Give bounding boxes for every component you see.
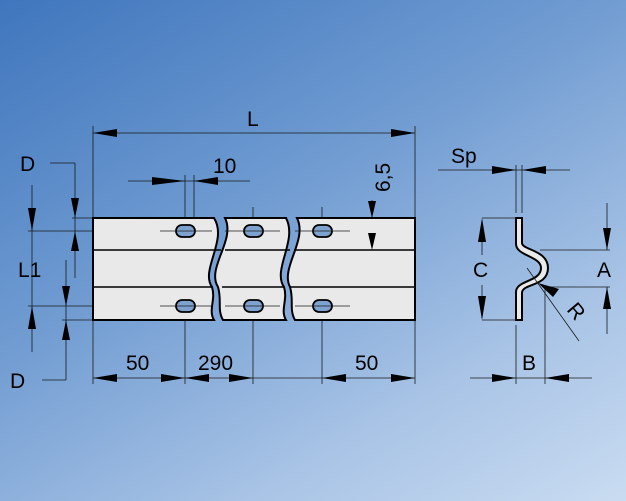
height-label: C bbox=[473, 259, 488, 282]
rail-front-view bbox=[92, 217, 416, 321]
end-distance-right-label: 50 bbox=[355, 352, 378, 375]
depth-label: B bbox=[522, 352, 536, 375]
hole-pitch-label: 290 bbox=[198, 352, 233, 375]
dimension-labels: L D L1 D 10 6,5 50 290 50 Sp C A R B bbox=[10, 108, 611, 393]
length-label: L bbox=[247, 108, 259, 131]
slot-width-label: 10 bbox=[213, 155, 236, 178]
row-spacing-label: L1 bbox=[18, 259, 41, 282]
radius-label: R bbox=[562, 298, 589, 324]
edge-distance-top-label: D bbox=[20, 153, 35, 176]
dimension-lines bbox=[28, 129, 415, 382]
offset-height-label: A bbox=[597, 259, 611, 282]
end-distance-left-label: 50 bbox=[126, 352, 149, 375]
thickness-label: Sp bbox=[451, 145, 477, 168]
edge-distance-bottom-label: D bbox=[10, 370, 25, 393]
slot-height-label: 6,5 bbox=[372, 163, 395, 192]
rail-side-profile bbox=[438, 165, 611, 384]
